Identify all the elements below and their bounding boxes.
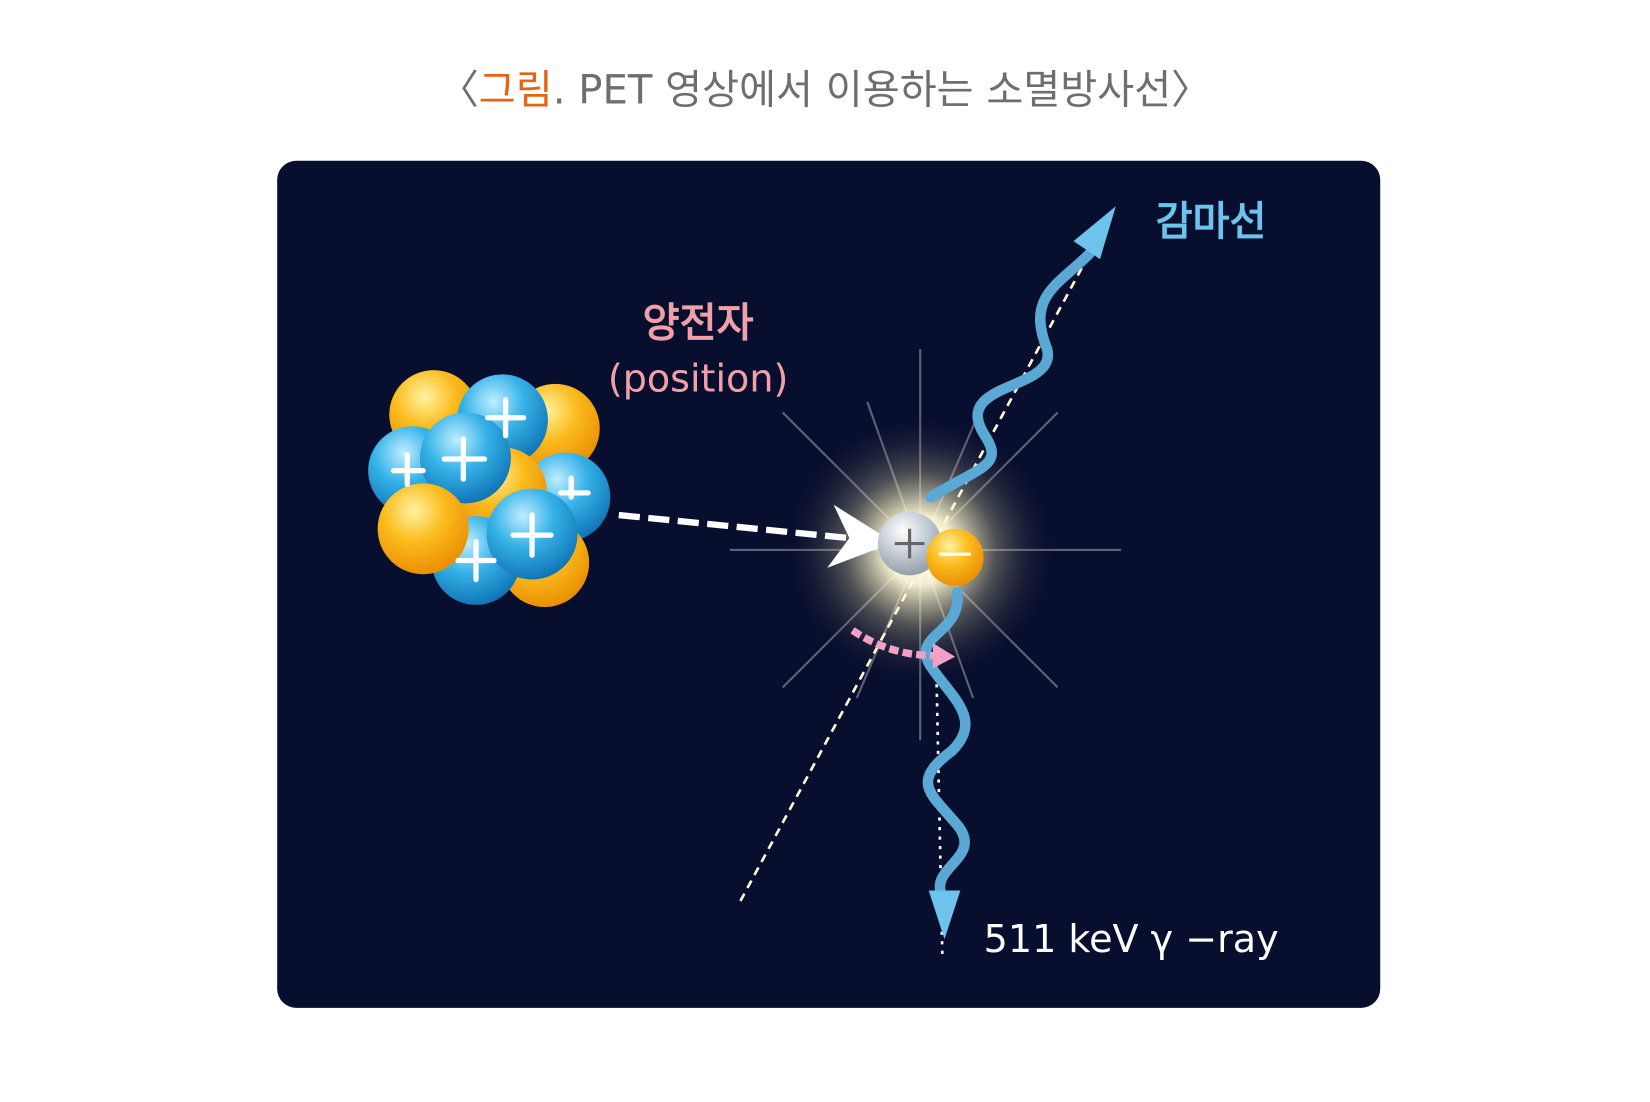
figure-title: 〈그림. PET 영상에서 이용하는 소멸방사선〉 — [439, 68, 1212, 114]
gamma-label-en: 511 keV γ −ray — [984, 917, 1279, 961]
gamma-arrow-up-icon — [1073, 206, 1116, 260]
positron-particle — [877, 511, 942, 576]
gamma-arrow-down-icon — [928, 890, 961, 940]
electron-particle — [926, 528, 984, 586]
positron-label-ko: 양전자 — [643, 300, 754, 346]
nucleus — [368, 370, 611, 608]
svg-text:〈그림. PET 영상에서 이용하는 소멸방사선〉: 〈그림. PET 영상에서 이용하는 소멸방사선〉 — [439, 68, 1212, 114]
positron-label-en: (position) — [608, 356, 788, 400]
gamma-ray-up — [925, 248, 1095, 503]
title-text: . PET 영상에서 이용하는 소멸방사선 — [553, 68, 1171, 114]
title-bracket-close: 〉 — [1171, 68, 1211, 114]
emission-arrow-head-icon — [932, 643, 956, 669]
gamma-label-ko: 감마선 — [1156, 199, 1267, 245]
positron-path-arrow — [618, 504, 894, 568]
gamma-direction-line-diagonal — [739, 253, 1091, 902]
gamma-ray-down — [920, 586, 971, 899]
gamma-direction-line-vertical — [934, 655, 944, 958]
title-bracket-open: 〈 — [439, 68, 479, 114]
emission-arrow — [850, 627, 937, 660]
title-prefix: 그림 — [479, 68, 553, 114]
